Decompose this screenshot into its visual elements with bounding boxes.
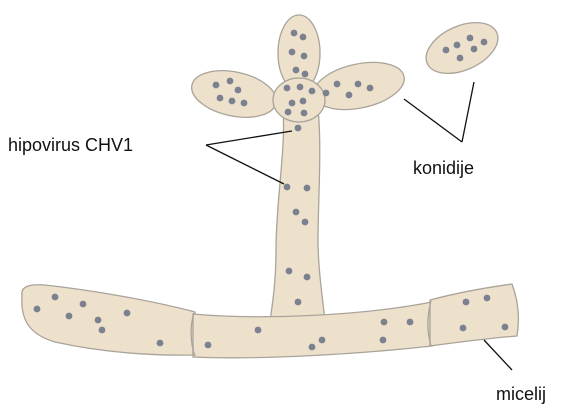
virus-particle xyxy=(381,319,388,326)
mycelium-segment-left xyxy=(22,285,195,355)
virus-particle xyxy=(463,299,470,306)
virus-particle xyxy=(300,34,307,41)
conidia-leader-line-left xyxy=(404,99,462,142)
virus-particle xyxy=(52,294,59,301)
virus-particle xyxy=(302,219,309,226)
virus-leader-line-lower xyxy=(206,145,284,184)
virus-particle xyxy=(443,47,450,54)
virus-particle xyxy=(289,49,296,56)
virus-leader-line-upper xyxy=(206,131,292,145)
virus-particle xyxy=(284,85,291,92)
virus-particle xyxy=(484,295,491,302)
virus-particle xyxy=(301,110,308,117)
virus-particle xyxy=(241,100,248,107)
virus-particle xyxy=(309,344,316,351)
virus-particle xyxy=(213,82,220,89)
virus-particle xyxy=(291,30,298,37)
virus-particle xyxy=(124,310,131,317)
virus-particle xyxy=(346,92,353,99)
virus-particle xyxy=(334,81,341,88)
virus-particle xyxy=(457,55,464,62)
virus-particle xyxy=(407,319,414,326)
virus-particle xyxy=(300,98,307,105)
virus-particle xyxy=(293,67,300,74)
virus-particle xyxy=(380,337,387,344)
virus-particle xyxy=(309,88,316,95)
virus-particle xyxy=(302,71,309,78)
virus-particle xyxy=(99,327,106,334)
virus-particle xyxy=(66,313,73,320)
virus-particle xyxy=(217,95,224,102)
virus-particle xyxy=(467,35,474,42)
virus-particle xyxy=(323,90,330,97)
virus-particle xyxy=(304,274,311,281)
virus-particle xyxy=(284,184,291,191)
virus-particle xyxy=(80,301,87,308)
virus-particle xyxy=(295,299,302,306)
virus-particle xyxy=(481,39,488,46)
free-conidium xyxy=(418,12,505,83)
conidia-label: konidije xyxy=(413,158,474,178)
virus-label: hipovirus CHV1 xyxy=(8,135,133,155)
virus-particle xyxy=(297,84,304,91)
virus-particle xyxy=(304,185,311,192)
virus-particle xyxy=(285,109,292,116)
left-conidium xyxy=(187,64,280,125)
virus-particle xyxy=(355,81,362,88)
virus-particle xyxy=(34,306,41,313)
virus-particle xyxy=(235,87,242,94)
virus-particle xyxy=(227,78,234,85)
virus-particle xyxy=(205,342,212,349)
virus-particle xyxy=(229,98,236,105)
mycelium-label: micelij xyxy=(496,384,546,404)
virus-particle xyxy=(454,42,461,49)
mycelium-leader-line xyxy=(484,340,512,370)
virus-particle xyxy=(301,53,308,60)
virus-particle xyxy=(460,325,467,332)
virus-particle xyxy=(157,340,164,347)
virus-particle xyxy=(367,85,374,92)
virus-particle xyxy=(255,327,262,334)
virus-particle xyxy=(295,125,302,132)
virus-particle xyxy=(95,317,102,324)
mycelium-segment-right xyxy=(430,284,518,346)
virus-particle xyxy=(289,100,296,107)
virus-particle xyxy=(319,337,326,344)
virus-particle xyxy=(502,324,509,331)
conidia-leader-line-right xyxy=(462,82,474,142)
virus-particle xyxy=(471,46,478,53)
virus-particle xyxy=(286,268,293,275)
virus-particle xyxy=(293,209,300,216)
